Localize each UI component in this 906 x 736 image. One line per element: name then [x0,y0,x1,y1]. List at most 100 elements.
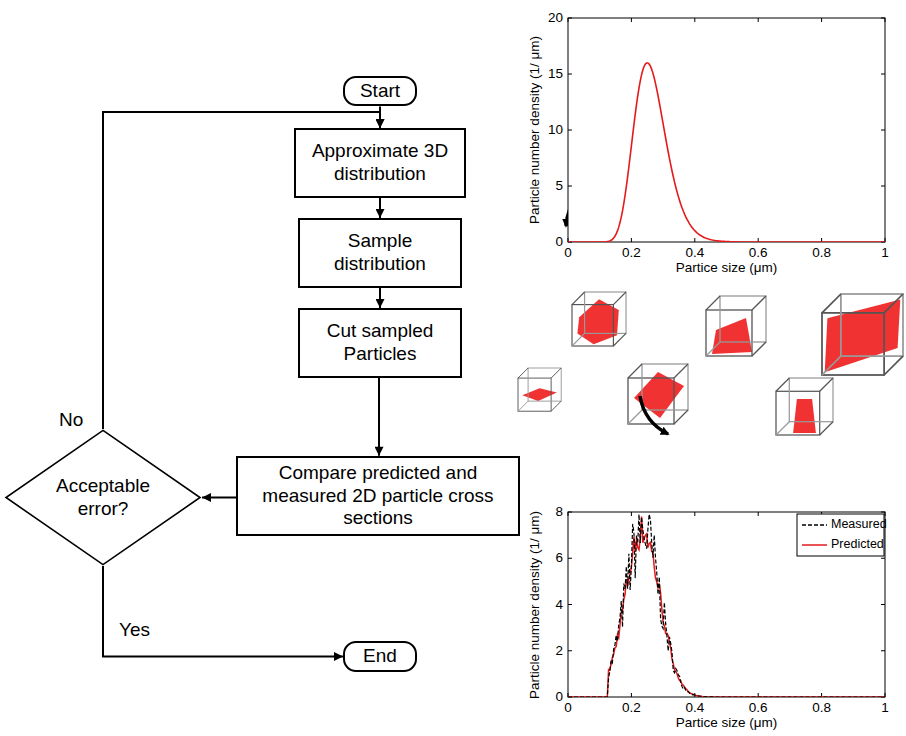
tick-mark [694,18,695,22]
tick-label: 0.6 [749,246,768,261]
tick-mark [694,512,695,516]
tick-label: 20 [548,11,563,26]
tick-mark [881,186,885,187]
tick-label: 10 [548,123,563,138]
distribution-curve [568,63,885,242]
process-box: Approximate 3D distribution [294,128,466,198]
tick-mark [568,512,569,516]
particle-cube [776,378,833,435]
tick-label: 0.2 [622,246,641,261]
tick-mark [631,693,632,697]
axis-title: Partice size (μm) [676,261,778,276]
node-label: Cut sampled Particles [308,320,452,366]
tick-label: 0.8 [812,701,831,716]
measured-curve [568,514,885,697]
tick-mark [568,558,572,559]
tick-mark [881,512,885,513]
tick-mark [568,18,572,19]
tick-mark [885,18,886,22]
tick-label: 15 [548,67,563,82]
particle-cube [706,296,766,356]
tick-label: 0 [555,690,563,705]
process-box: Sample distribution [298,218,462,288]
particle-cube [628,364,688,424]
plot-frame [568,18,885,242]
process-box: Cut sampled Particles [298,308,462,378]
curved-arrow [640,396,668,434]
tick-label: 4 [555,597,563,612]
predicted-curve [568,517,885,697]
particle-cube [572,292,626,346]
tick-label: 5 [555,179,563,194]
tick-mark [881,130,885,131]
tick-label: 8 [555,505,563,520]
charts [568,18,885,697]
tick-mark [881,650,885,651]
tick-label: 1 [881,701,889,716]
node-label: Acceptable error? [47,475,159,521]
tick-mark [568,186,572,187]
tick-mark [631,512,632,516]
tick-label: 0 [564,701,572,716]
tick-label: 2 [555,643,563,658]
flow-arrow [202,497,236,499]
node-label: Sample distribution [308,230,452,276]
node-label: Compare predicted and measured 2D partic… [246,462,510,530]
tick-mark [568,74,572,75]
tick-mark [568,512,572,513]
particle-cube [518,368,561,411]
tick-mark [568,604,572,605]
tick-label: 0.8 [812,246,831,261]
flow-arrow [379,198,381,218]
tick-label: 6 [555,551,563,566]
chart-axes [568,18,885,242]
node-label: Approximate 3D distribution [304,140,456,186]
flow-arrow [378,378,380,456]
end-terminal: End [343,641,417,672]
particle-cubes [518,292,903,435]
particle-cube [822,294,903,375]
tick-label: 0 [555,235,563,250]
axis-title: Particle number density (1/ μm) [528,36,543,224]
diamond-shape [6,430,200,564]
axis-title: Particle number density (1/ μm) [528,511,543,699]
edge-label: Yes [117,620,152,641]
tick-mark [885,512,886,516]
flow-arrow [379,288,381,308]
tick-mark [881,18,885,19]
tick-label: 0.2 [622,701,641,716]
plot-frame [568,512,885,697]
node-label: Start [360,80,400,103]
tick-label: 0.4 [685,246,704,261]
axis-title: Partice size (μm) [676,716,778,731]
tick-mark [568,130,572,131]
tick-mark [631,18,632,22]
tick-label: 0.4 [685,701,704,716]
tick-label: 0.6 [749,701,768,716]
legend-sample [802,544,827,546]
process-box: Compare predicted and measured 2D partic… [236,456,520,536]
chart-axes [568,512,885,697]
tick-mark [881,74,885,75]
tick-mark [568,18,569,22]
edge-label: No [57,410,85,431]
tick-mark [568,650,572,651]
tick-mark [758,18,759,22]
decision-diamond: Acceptable error? [4,429,202,566]
legend-label: Measured [831,518,887,532]
tick-mark [821,18,822,22]
legend-sample [802,524,827,526]
tick-mark [758,512,759,516]
start-terminal: Start [343,76,417,107]
flow-arrow [103,566,343,657]
tick-label: 1 [881,246,889,261]
tick-mark [694,238,695,242]
node-label: End [363,645,397,668]
legend-label: Predicted [831,538,884,552]
tick-mark [881,558,885,559]
tick-mark [631,238,632,242]
tick-mark [881,604,885,605]
tick-label: 0 [564,246,572,261]
